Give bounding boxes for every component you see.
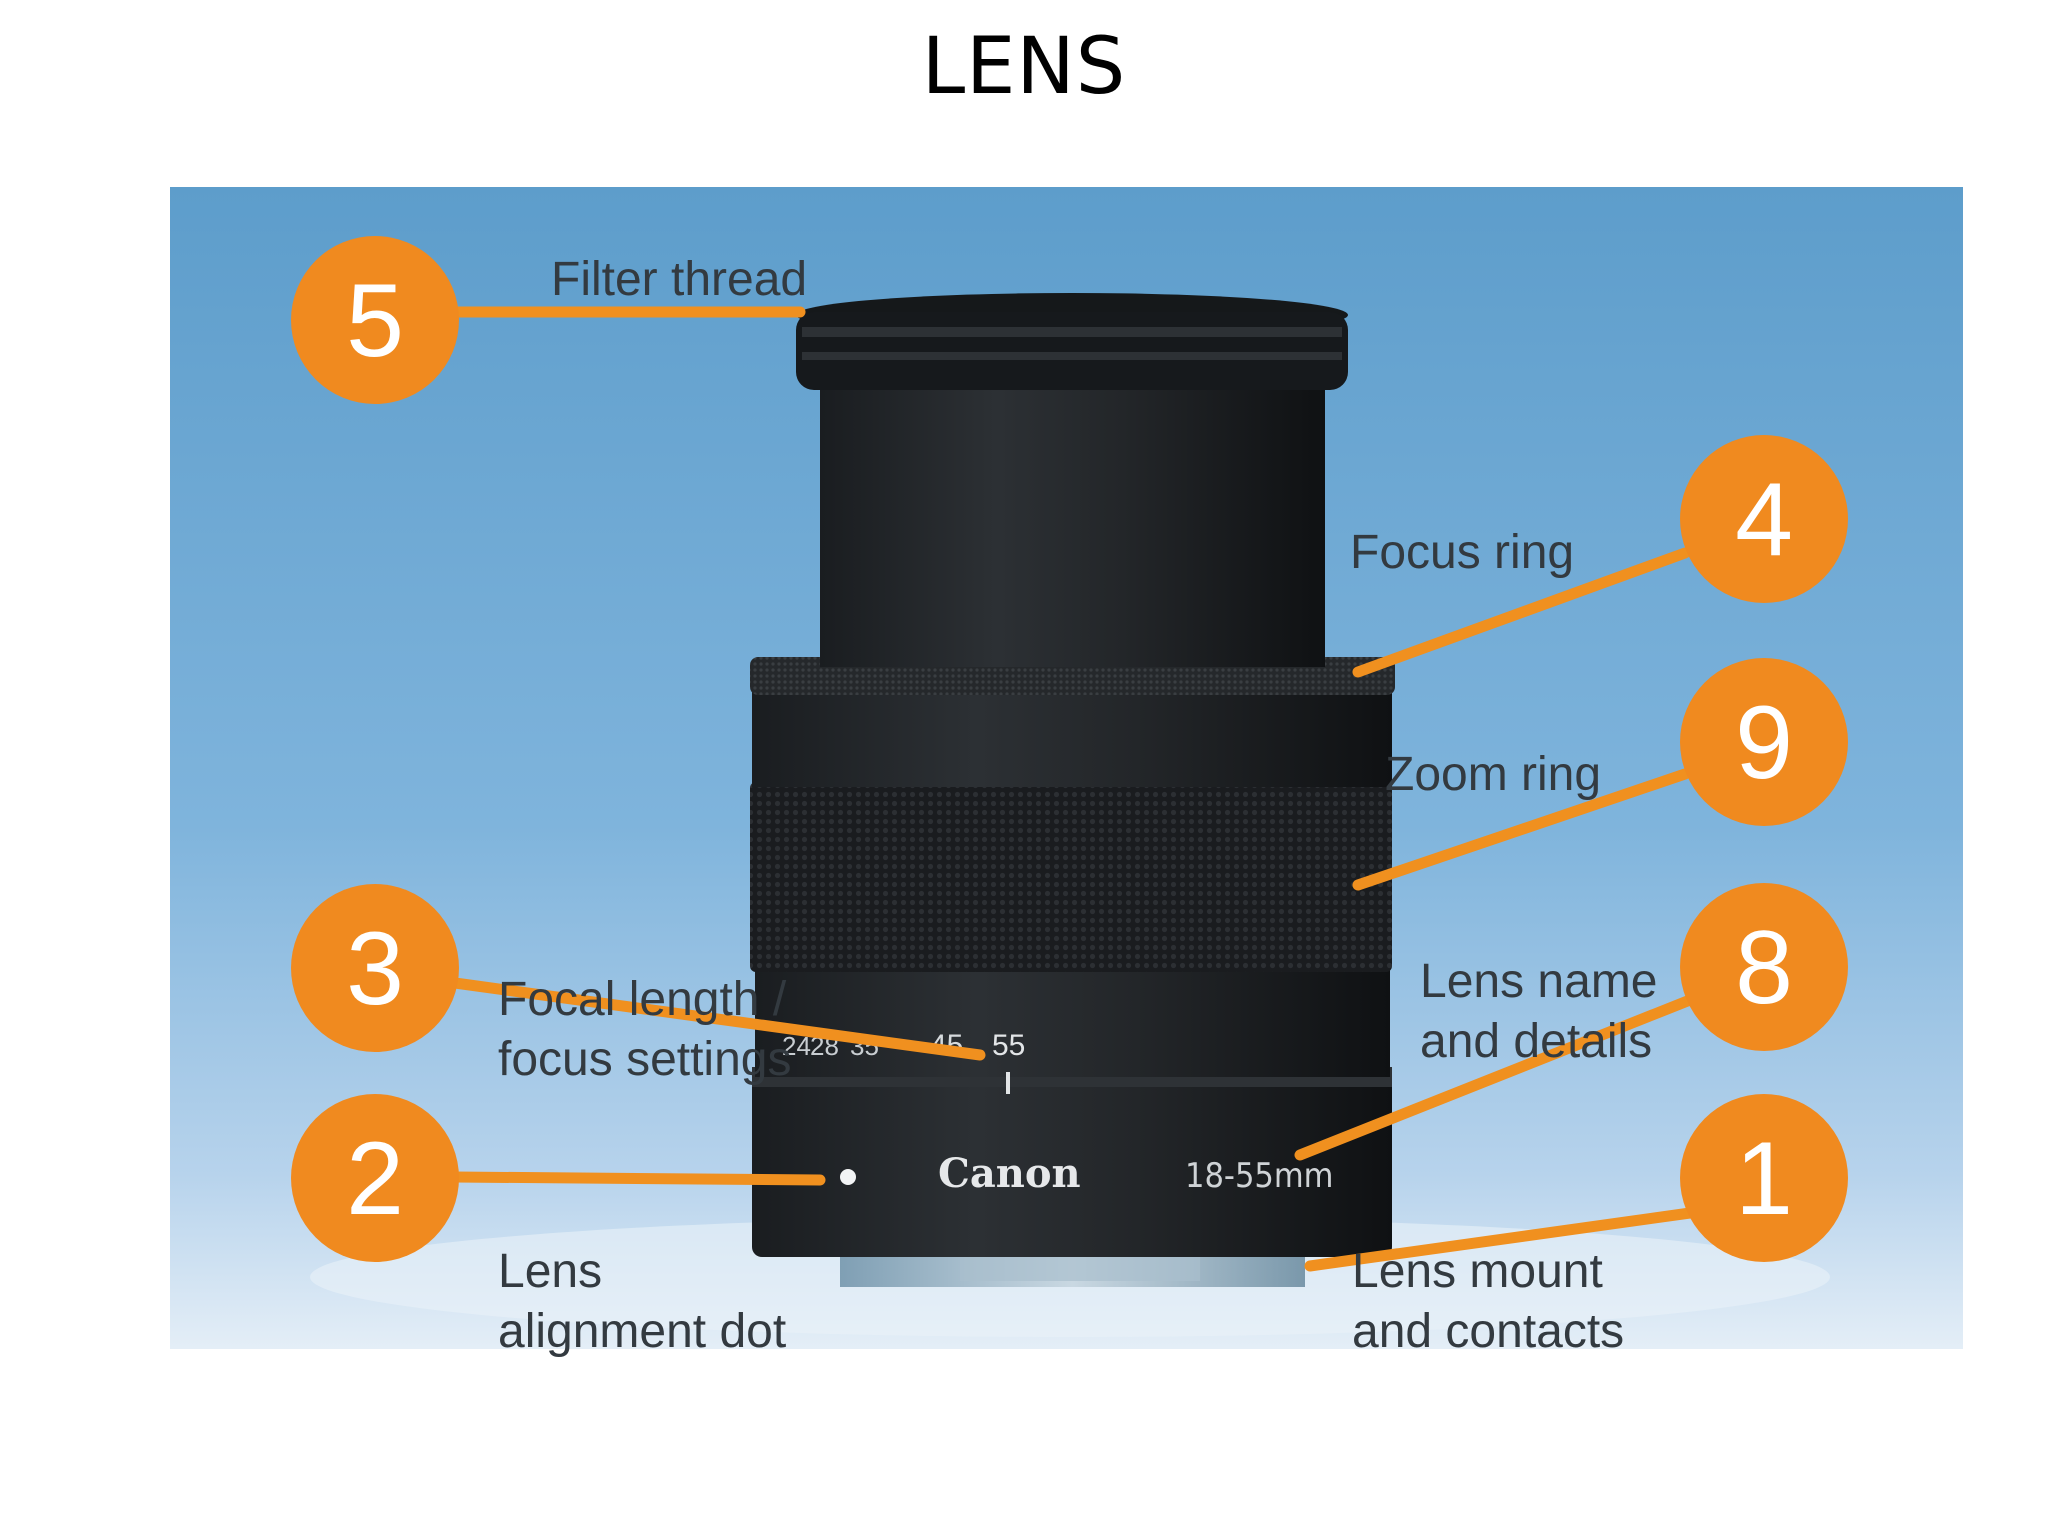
- label-focus-ring: Focus ring: [1350, 523, 1574, 583]
- badge-3-number: 3: [346, 911, 404, 1027]
- lens-photo: 24 28 35 45 55 Canon 18-55mm: [170, 187, 1963, 1349]
- badge-8: 8: [1680, 883, 1848, 1051]
- label-lens-name-line2: and details: [1420, 1015, 1653, 1068]
- badge-2: 2: [291, 1094, 459, 1262]
- label-focus-ring-line1: Focus ring: [1350, 526, 1575, 579]
- badge-1: 1: [1680, 1094, 1848, 1262]
- leader-line-3: [449, 977, 986, 1061]
- badge-5-number: 5: [346, 263, 404, 379]
- badge-5: 5: [291, 236, 459, 404]
- label-alignment-dot-line1: Lens: [498, 1245, 603, 1298]
- leader-lines: [449, 306, 1696, 1272]
- badge-9-number: 9: [1735, 685, 1793, 801]
- leader-line-8: [1294, 994, 1696, 1161]
- focal-range-marking: 18-55mm: [1185, 1156, 1333, 1196]
- label-alignment-dot-line2: alignment dot: [498, 1305, 787, 1358]
- badge-9: 9: [1680, 658, 1848, 826]
- label-lens-name: Lens name and details: [1420, 952, 1658, 1072]
- leader-line-9: [1352, 768, 1691, 891]
- label-lens-name-line1: Lens name: [1420, 955, 1658, 1008]
- label-alignment-dot: Lens alignment dot: [498, 1242, 786, 1362]
- badge-3: 3: [291, 884, 459, 1052]
- label-lens-mount: Lens mount and contacts: [1352, 1242, 1624, 1362]
- label-focal-length-line2: focus settings: [498, 1033, 792, 1086]
- alignment-dot: [840, 1169, 856, 1185]
- label-filter-thread-line1: Filter thread: [551, 253, 808, 306]
- badge-1-number: 1: [1735, 1121, 1793, 1237]
- leader-line-2: [449, 1171, 826, 1186]
- lens-illustration: 24 28 35 45 55 Canon 18-55mm: [170, 187, 1963, 1349]
- badge-2-number: 2: [346, 1121, 404, 1237]
- brand-logo: Canon: [938, 1150, 1081, 1197]
- label-lens-mount-line2: and contacts: [1352, 1305, 1625, 1358]
- label-zoom-ring-line1: Zoom ring: [1385, 748, 1602, 801]
- leader-line-1: [1304, 1207, 1696, 1272]
- label-zoom-ring: Zoom ring: [1385, 745, 1601, 805]
- label-focal-length: Focal length / focus settings: [498, 970, 791, 1090]
- badge-4: 4: [1680, 435, 1848, 603]
- label-lens-mount-line1: Lens mount: [1352, 1245, 1603, 1298]
- scale-mark-55: 55: [992, 1029, 1025, 1062]
- badge-4-number: 4: [1735, 462, 1793, 578]
- label-filter-thread: Filter thread: [551, 250, 807, 310]
- label-focal-length-line1: Focal length /: [498, 973, 787, 1026]
- badge-8-number: 8: [1735, 910, 1793, 1026]
- leader-line-4: [1352, 547, 1691, 678]
- slide-title: LENS: [921, 22, 1127, 112]
